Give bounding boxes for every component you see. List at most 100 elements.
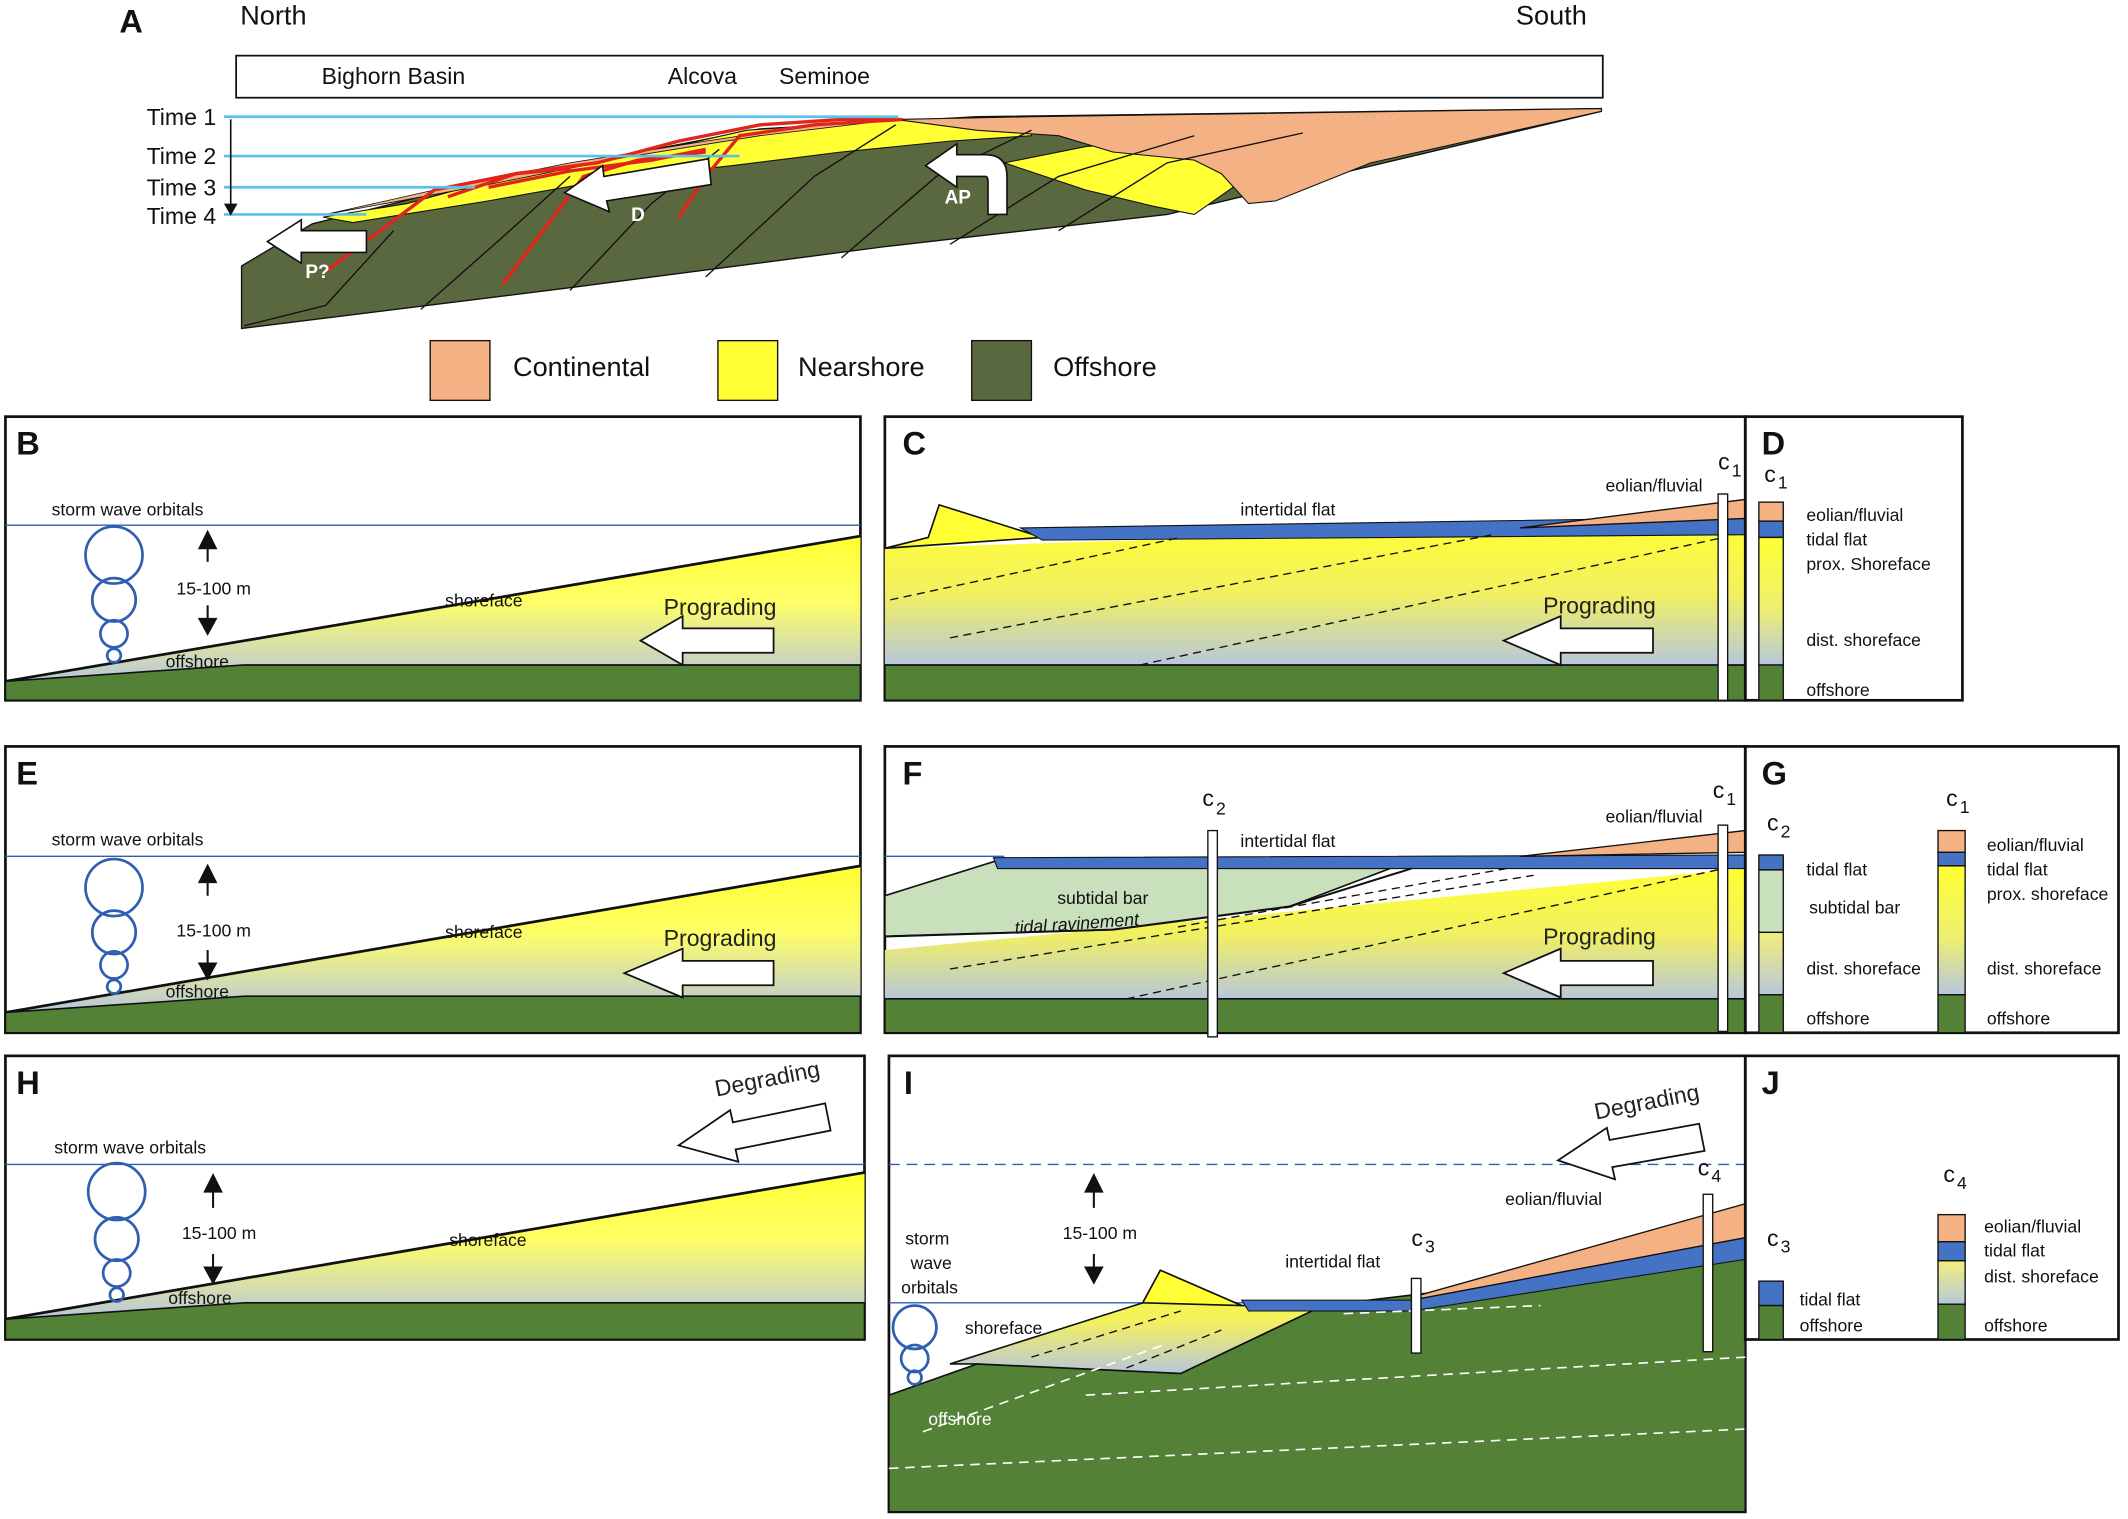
eolian-wedge bbox=[1519, 829, 1746, 858]
column-c1-shoreface bbox=[1937, 865, 1966, 996]
offshore-floor bbox=[4, 1302, 866, 1341]
column-shoreface bbox=[1758, 536, 1784, 666]
column-c2-tidal bbox=[1758, 854, 1784, 871]
shoreface-label: shoreface bbox=[449, 1230, 527, 1250]
wave-orbitals-icon bbox=[84, 525, 144, 664]
down-arrow-icon bbox=[1083, 1253, 1104, 1285]
tidal-ravinement-surface bbox=[884, 867, 1412, 938]
core-c1-subscript: 1 bbox=[1726, 789, 1736, 809]
unit-tidal: tidal flat bbox=[1806, 530, 1867, 550]
offshore-label: offshore bbox=[166, 981, 230, 1001]
intertidal-label: intertidal flat bbox=[1285, 1252, 1380, 1272]
offshore-floor bbox=[884, 664, 1747, 702]
unit-dist: dist. shoreface bbox=[1806, 630, 1921, 650]
panel-g-letter: G bbox=[1762, 755, 1787, 791]
shoreface-profile bbox=[5, 864, 861, 1014]
c4-unit-offshore: offshore bbox=[1984, 1315, 2048, 1335]
storm-label-2: wave bbox=[910, 1253, 952, 1273]
wave-orbitals-icon bbox=[84, 857, 144, 995]
time-1-label: Time 1 bbox=[147, 104, 217, 130]
panel-e-letter: E bbox=[16, 755, 38, 791]
core-c3 bbox=[1410, 1277, 1422, 1354]
c3-unit-offshore: offshore bbox=[1800, 1315, 1864, 1335]
c2-unit-tidal: tidal flat bbox=[1806, 859, 1867, 879]
core-c2-subscript: 2 bbox=[1781, 821, 1791, 841]
tidal-flat-layer bbox=[992, 854, 1746, 870]
up-arrow-icon bbox=[197, 529, 218, 562]
offshore-floor bbox=[4, 664, 862, 702]
unit-eolian: eolian/fluvial bbox=[1806, 505, 1903, 525]
unit-prox: prox. Shoreface bbox=[1806, 554, 1931, 574]
time-arrow-head bbox=[223, 203, 238, 216]
panel-d: D c 1 eolian/fluvial tidal flat prox. Sh… bbox=[1743, 415, 1964, 702]
offshore-label: offshore bbox=[928, 1409, 992, 1429]
prograding-label: Prograding bbox=[1543, 592, 1656, 618]
column-c1-offshore bbox=[1937, 994, 1966, 1034]
wave-orbitals-icon bbox=[891, 1304, 938, 1386]
core-c1-label: c bbox=[1946, 785, 1958, 811]
offshore-label: offshore bbox=[168, 1288, 232, 1308]
clinoform-dashes bbox=[1031, 1310, 1222, 1369]
storm-label: storm wave orbitals bbox=[52, 500, 204, 520]
offshore-floor bbox=[4, 995, 862, 1034]
depth-label: 15-100 m bbox=[176, 578, 250, 598]
time-2-label: Time 2 bbox=[147, 143, 217, 169]
c1-unit-tidal: tidal flat bbox=[1987, 859, 2048, 879]
degrading-arrow-icon bbox=[676, 1102, 832, 1163]
prograding-label: Prograding bbox=[664, 925, 777, 951]
time-3-label: Time 3 bbox=[147, 174, 217, 200]
column-c4-tidal bbox=[1937, 1241, 1966, 1262]
c4-unit-dist: dist. shoreface bbox=[1984, 1266, 2099, 1286]
degradation-arrow-icon bbox=[562, 157, 713, 214]
eolian-label: eolian/fluvial bbox=[1605, 475, 1702, 495]
panel-f: F c 2 c 1 eolian/fluvial intertidal flat… bbox=[883, 745, 1747, 1038]
panel-d-frame bbox=[1743, 415, 1964, 702]
core-c1-label: c bbox=[1718, 449, 1730, 475]
prograding-label: Prograding bbox=[664, 594, 777, 620]
time-lines bbox=[223, 115, 899, 216]
arrow-p-label: P? bbox=[305, 262, 329, 283]
panel-i-letter: I bbox=[904, 1065, 913, 1101]
core-c3-label: c bbox=[1411, 1225, 1423, 1251]
degrading-label: Degrading bbox=[713, 1056, 822, 1102]
storm-label: storm wave orbitals bbox=[52, 829, 204, 849]
panel-a: A North South Bighorn Basin Alcova Semin… bbox=[119, 0, 1604, 330]
eolian-label: eolian/fluvial bbox=[1605, 806, 1702, 826]
legend-continental-swatch bbox=[429, 339, 491, 402]
core-c3-subscript: 3 bbox=[1425, 1237, 1435, 1257]
panel-h: H storm wave orbitals 15-100 m shoreface… bbox=[4, 1054, 866, 1341]
subtidal-label: subtidal bar bbox=[1057, 888, 1148, 908]
column-c3-tidal bbox=[1758, 1280, 1784, 1307]
continental-body bbox=[895, 108, 1602, 205]
column-c2-dist bbox=[1758, 931, 1784, 996]
c2-unit-subtidal: subtidal bar bbox=[1809, 897, 1900, 917]
panel-g-frame bbox=[1743, 745, 2120, 1035]
column-c2-offshore bbox=[1758, 994, 1784, 1034]
panel-a-letter: A bbox=[119, 4, 143, 40]
column-c4-offshore bbox=[1937, 1303, 1966, 1341]
core-c3-subscript: 3 bbox=[1781, 1237, 1791, 1257]
core-c4 bbox=[1702, 1193, 1714, 1353]
c1-unit-eolian: eolian/fluvial bbox=[1987, 835, 2084, 855]
offshore-label: offshore bbox=[166, 652, 230, 672]
time-4-label: Time 4 bbox=[147, 203, 217, 229]
beach-ridge bbox=[884, 503, 1043, 550]
panel-j-frame bbox=[1743, 1054, 2120, 1341]
place-bighorn: Bighorn Basin bbox=[322, 63, 466, 89]
core-c1-label: c bbox=[1713, 777, 1725, 803]
column-c1-eolian bbox=[1937, 829, 1966, 853]
column-eolian bbox=[1758, 501, 1784, 522]
column-tidal bbox=[1758, 520, 1784, 539]
beach-ridge bbox=[1141, 1269, 1243, 1307]
unit-offshore: offshore bbox=[1806, 680, 1870, 700]
location-bar bbox=[235, 54, 1604, 99]
core-c1-label: c bbox=[1764, 461, 1776, 487]
depth-label: 15-100 m bbox=[1063, 1223, 1137, 1243]
core-c2-subscript: 2 bbox=[1216, 798, 1226, 818]
core-c1 bbox=[1717, 493, 1729, 701]
degrading-label: Degrading bbox=[1592, 1079, 1701, 1125]
north-label: North bbox=[240, 0, 306, 30]
up-arrow-icon bbox=[203, 1173, 223, 1208]
down-arrow-icon bbox=[197, 949, 218, 981]
